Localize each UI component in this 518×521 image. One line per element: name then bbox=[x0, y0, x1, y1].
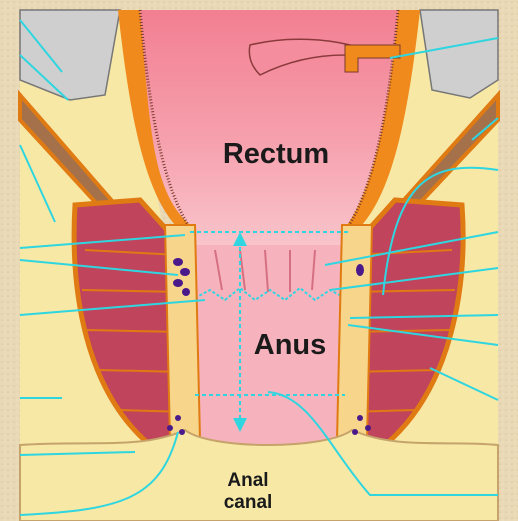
left-peritoneum bbox=[20, 10, 120, 100]
right-peritoneum bbox=[420, 10, 498, 98]
anal-canal-label-line1: Anal bbox=[227, 470, 268, 491]
anus-label: Anus bbox=[254, 329, 327, 361]
rectum-label: Rectum bbox=[223, 138, 329, 170]
anal-canal-label-line2: canal bbox=[224, 492, 273, 513]
left-internal-sphincter bbox=[165, 225, 200, 440]
